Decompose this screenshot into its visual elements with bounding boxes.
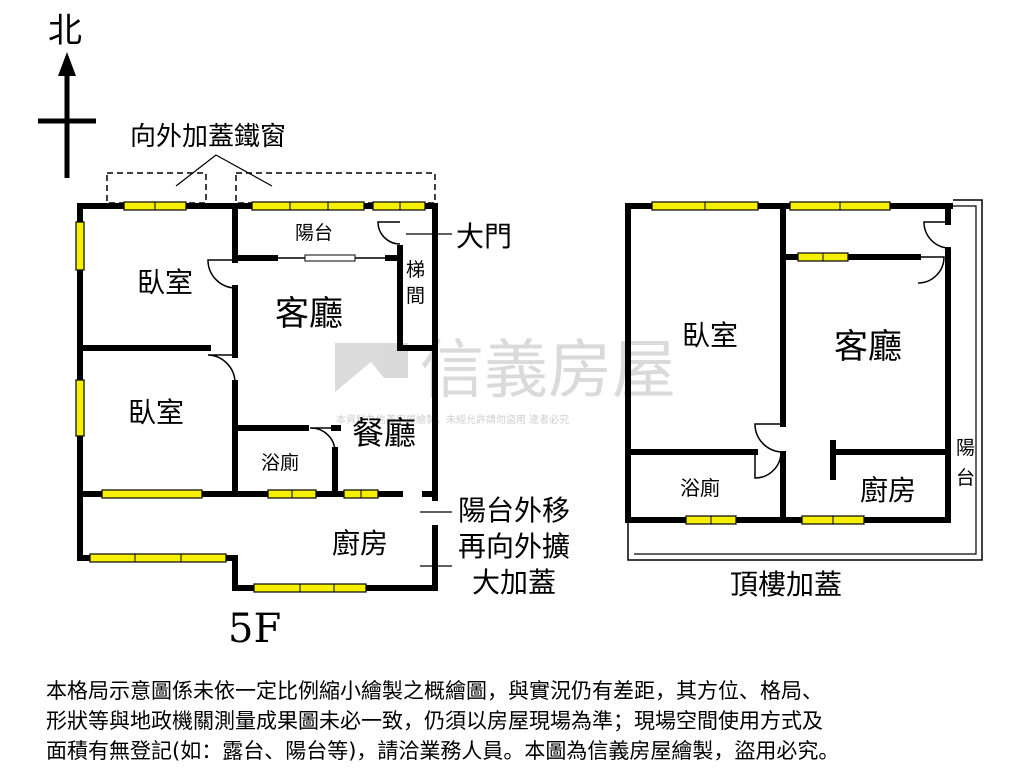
watermark: 信義房屋 本資料為信義房屋繪製，未經允許請勿盜用 違者必究: [335, 334, 676, 426]
room-stairs-bottom: 間: [406, 285, 425, 307]
north-label: 北: [48, 11, 82, 51]
rooftop-doors: [754, 221, 949, 479]
room-balcony-rooftop-top: 陽: [956, 437, 975, 459]
room-living-rooftop: 客廳: [834, 327, 902, 367]
watermark-logo-icon: [335, 343, 408, 392]
north-arrow-icon: [58, 52, 76, 76]
callout-iron-window: 向外加蓋鐵窗: [130, 122, 286, 152]
floor5-doors: [207, 221, 401, 453]
callout-balcony-ext-line2: 再向外擴: [458, 530, 570, 563]
room-kitchen-rooftop: 廚房: [860, 474, 916, 507]
floor-plan-drawing: 信義房屋 本資料為信義房屋繪製，未經允許請勿盜用 違者必究 北: [38, 11, 983, 652]
room-bath-rooftop: 浴廁: [680, 476, 720, 500]
room-bedroom-rooftop: 臥室: [682, 319, 738, 352]
disclaimer: 本格局示意圖係未依一定比例縮小繪製之概繪圖，與實況仍有差距，其方位、格局、 形狀…: [46, 676, 1006, 766]
room-bedroom2-5f: 臥室: [128, 396, 184, 429]
rooftop-plan: 臥室 客廳 浴廁 廚房 陽 台 頂樓加蓋: [625, 199, 983, 601]
room-balcony-5f: 陽台: [295, 222, 333, 244]
room-bedroom1-5f: 臥室: [137, 266, 193, 299]
disclaimer-line-2: 形狀等與地政機關測量成果圖未必一致，仍須以房屋現場為準；現場空間使用方式及: [46, 709, 823, 733]
disclaimer-line-1: 本格局示意圖係未依一定比例縮小繪製之概繪圖，與實況仍有差距，其方位、格局、: [46, 679, 823, 703]
room-living-5f: 客廳: [275, 294, 343, 334]
callout-main-door: 大門: [456, 220, 512, 253]
floor5-label: 5F: [228, 606, 281, 652]
room-bath-5f: 浴廁: [261, 451, 299, 474]
disclaimer-line-3: 面積有無登記(如：露台、陽台等)，請洽業務人員。本圖為信義房屋繪製，盜用必究。: [46, 739, 840, 763]
callout-balcony-ext-line1: 陽台外移: [458, 494, 570, 527]
watermark-brand: 信義房屋: [420, 334, 676, 408]
callout-balcony-ext-line3: 大加蓋: [472, 566, 556, 599]
room-dining-5f: 餐廳: [352, 414, 416, 452]
north-compass: 北: [38, 11, 96, 178]
room-stairs-top: 梯: [406, 259, 425, 281]
rooftop-label: 頂樓加蓋: [730, 568, 842, 601]
room-balcony-rooftop-bottom: 台: [956, 467, 975, 489]
room-kitchen-5f: 廚房: [332, 527, 388, 560]
floor5-plan: 向外加蓋鐵窗 大門 陽台 梯 間 臥室 客廳 臥室 餐廳 浴廁 廚房 陽台外移 …: [75, 122, 570, 652]
watermark-small-text: 本資料為信義房屋繪製，未經允許請勿盜用 違者必究: [336, 413, 569, 426]
